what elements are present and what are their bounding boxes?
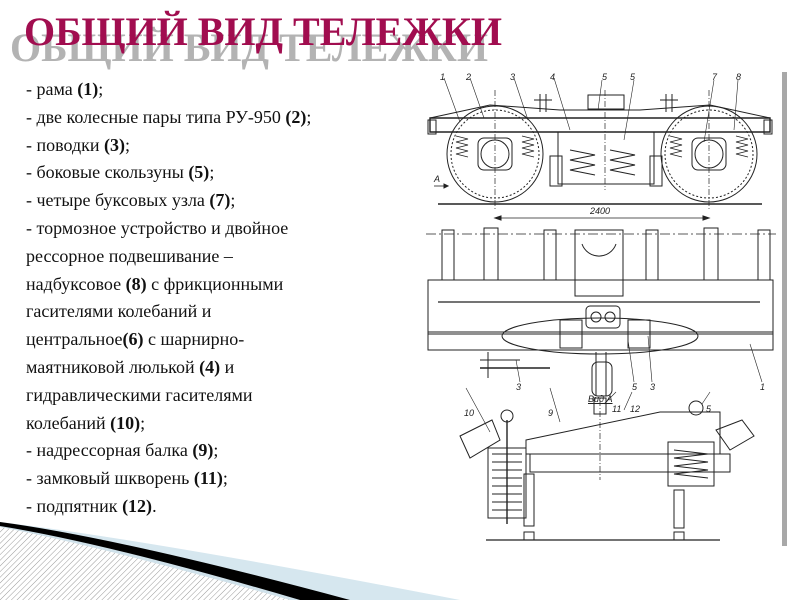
section-view [459,387,755,541]
item-number: (6) [122,329,144,350]
item-number: (3) [104,134,126,155]
item-text: - две колесные пары типа РУ-950 [26,106,286,127]
list-item: - боковые скользуны (5); [26,159,411,187]
item-text: колебаний [26,412,111,433]
list-item: - замковый шкворень (11); [26,465,411,493]
item-text: гасителями колебаний и [26,301,212,322]
list-item: - четыре буксовых узла (7); [26,187,411,215]
callout-2: 2 [466,72,472,82]
item-text: рессорное подвешивание – [26,245,233,266]
slide-title-group: ОБЩИЙ ВИД ТЕЛЕЖКИ ОБЩИЙ ВИД ТЕЛЕЖКИ [0,0,560,80]
item-text: - тормозное устройство и двойное [26,217,289,238]
callout-5c: 5 [706,404,712,414]
item-number: (12) [122,495,153,516]
list-item: центральное(6) с шарнирно- [26,326,411,354]
item-suffix: ; [213,440,219,461]
bogie-technical-drawing: 1 2 3 4 5 5 7 8 2400 А 3 5 3 1 Вид А 10 … [420,70,782,544]
callout-plan-5: 5 [632,382,638,392]
item-number: (1) [77,79,99,99]
callout-11: 11 [612,404,622,414]
callout-4: 4 [550,72,556,82]
item-text: - подпятник [26,495,123,516]
item-number: (5) [188,162,210,183]
callout-plan-3b: 3 [650,382,656,392]
dimension-label: 2400 [590,206,611,216]
list-item: - тормозное устройство и двойное [26,215,411,243]
item-suffix: ; [230,190,236,211]
list-item: гидравлическими гасителями [26,382,411,410]
item-text: центральное [26,329,123,350]
callout-plan-3: 3 [516,382,522,392]
callout-9: 9 [548,408,554,418]
item-text: - замковый шкворень [26,468,194,489]
callout-plan-1: 1 [760,382,766,392]
callout-7: 7 [712,72,718,82]
list-item: колебаний (10); [26,410,411,438]
item-suffix: . [152,495,157,516]
callout-3: 3 [510,72,516,82]
list-item: гасителями колебаний и [26,298,411,326]
list-item: - поводки (3); [26,132,411,160]
callout-5b: 5 [630,72,636,82]
callout-1: 1 [440,72,446,82]
bogie-drawing-svg [426,77,776,541]
item-suffix: ; [125,134,131,155]
list-item: - рама (1); [26,76,411,104]
item-suffix: ; [140,412,146,433]
list-item: надбуксовое (8) с фрикционными [26,271,411,299]
item-suffix: ; [98,79,104,99]
item-number: (10) [110,412,141,433]
view-a-caption: Вид А [588,394,613,404]
item-number: (8) [125,273,147,294]
slide-title: ОБЩИЙ ВИД ТЕЛЕЖКИ [24,9,503,54]
list-item: рессорное подвешивание – [26,243,411,271]
item-suffix: ; [222,468,228,489]
list-item: маятниковой люлькой (4) и [26,354,411,382]
callout-12: 12 [630,404,641,414]
item-text: - четыре буксовых узла [26,190,210,211]
slide-title-shadow: ОБЩИЙ ВИД ТЕЛЕЖКИ [10,25,489,70]
list-item: - подпятник (12). [26,493,411,521]
item-text: маятниковой люлькой [26,356,200,377]
item-number: (9) [192,440,214,461]
item-text: гидравлическими гасителями [26,384,253,405]
callout-8: 8 [736,72,742,82]
item-number: (4) [199,356,221,377]
item-suffix: и [220,356,235,377]
item-number: (7) [209,190,231,211]
item-suffix: ; [306,106,312,127]
item-text: - поводки [26,134,105,155]
item-number: (2) [285,106,307,127]
item-suffix: ; [209,162,215,183]
drawing-frame-edge [782,72,787,546]
item-text: - надрессорная балка [26,440,193,461]
view-arrow-label: А [434,174,441,184]
callout-10: 10 [464,408,475,418]
callout-5a: 5 [602,72,608,82]
item-text: - рама [26,79,78,99]
component-list: - рама (1); - две колесные пары типа РУ-… [26,76,411,521]
item-suffix: с шарнирно- [143,329,245,350]
item-text: надбуксовое [26,273,126,294]
list-item: - надрессорная балка (9); [26,437,411,465]
item-number: (11) [193,468,223,489]
side-view [427,77,773,221]
list-item: - две колесные пары типа РУ-950 (2); [26,104,411,132]
item-text: - боковые скользуны [26,162,189,183]
plan-view [426,227,776,397]
item-suffix: с фрикционными [146,273,284,294]
